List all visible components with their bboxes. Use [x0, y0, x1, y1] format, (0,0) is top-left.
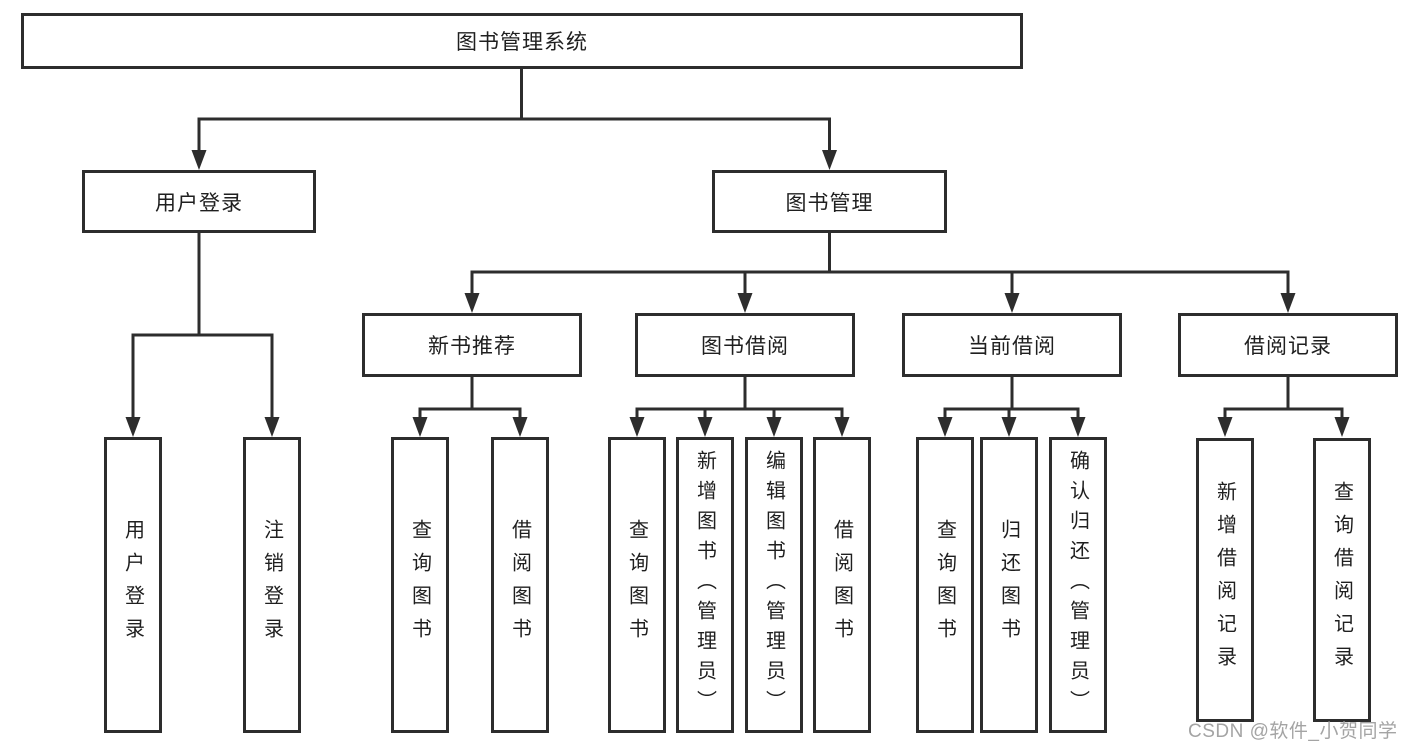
leaf-br-query-record-label: 查询借阅记录	[1330, 481, 1353, 679]
connector-new-book-recommend-children	[418, 375, 522, 419]
node-borrow-records: 借阅记录	[1178, 313, 1398, 377]
arrowhead-book-borrow	[737, 293, 753, 313]
arrowhead-borrow-records	[1280, 293, 1296, 313]
leaf-rec-query-book: 查询图书	[391, 437, 449, 733]
leaf-br-add-record: 新增借阅记录	[1196, 438, 1254, 722]
connector-borrow-records-children	[1223, 375, 1344, 419]
arrowhead-bb-add-book	[697, 417, 713, 437]
arrowhead-bb-borrow-book	[834, 417, 850, 437]
connector-book-borrow-children	[635, 375, 844, 419]
connector-root-to-level2	[197, 66, 831, 152]
leaf-bb-borrow-book: 借阅图书	[813, 437, 871, 733]
leaf-bb-add-book-admin-label: 新增图书（管理员）	[693, 450, 716, 720]
leaf-bb-edit-book-admin: 编辑图书（管理员）	[745, 437, 803, 733]
arrowhead-leaf-logout	[264, 417, 280, 437]
arrowhead-new-book-recommend	[464, 293, 480, 313]
arrowhead-cb-return-book	[1001, 417, 1017, 437]
leaf-rec-borrow-book-label: 借阅图书	[508, 519, 531, 651]
watermark: CSDN @软件_小贺同学	[1188, 721, 1398, 742]
leaf-logout-label: 注销登录	[260, 519, 283, 651]
arrowhead-user-login	[191, 150, 207, 170]
leaf-user-login-label: 用户登录	[121, 519, 144, 651]
arrowhead-rec-query-book	[412, 417, 428, 437]
leaf-bb-query-book-label: 查询图书	[625, 519, 648, 651]
node-book-borrow: 图书借阅	[635, 313, 855, 377]
arrowhead-bb-query-book	[629, 417, 645, 437]
leaf-bb-borrow-book-label: 借阅图书	[830, 519, 853, 651]
leaf-cb-confirm-return-admin: 确认归还（管理员）	[1049, 437, 1107, 733]
node-new-book-recommend: 新书推荐	[362, 313, 582, 377]
leaf-cb-return-book: 归还图书	[980, 437, 1038, 733]
connector-book-management-children	[470, 230, 1290, 295]
arrowhead-br-add-record	[1217, 417, 1233, 437]
node-book-management: 图书管理	[712, 170, 947, 233]
leaf-br-query-record: 查询借阅记录	[1313, 438, 1371, 722]
leaf-bb-add-book-admin: 新增图书（管理员）	[676, 437, 734, 733]
leaf-cb-query-book-label: 查询图书	[933, 519, 956, 651]
connector-user-login-children	[131, 230, 274, 419]
node-user-login: 用户登录	[82, 170, 316, 233]
arrowhead-leaf-user-login	[125, 417, 141, 437]
arrowhead-cb-confirm-return	[1070, 417, 1086, 437]
leaf-cb-return-book-label: 归还图书	[997, 519, 1020, 651]
leaf-user-login: 用户登录	[104, 437, 162, 733]
leaf-br-add-record-label: 新增借阅记录	[1213, 481, 1236, 679]
leaf-rec-borrow-book: 借阅图书	[491, 437, 549, 733]
leaf-logout: 注销登录	[243, 437, 301, 733]
arrowhead-br-query-record	[1334, 417, 1350, 437]
arrowhead-cb-query-book	[937, 417, 953, 437]
arrowhead-current-borrow	[1004, 293, 1020, 313]
connector-current-borrow-children	[943, 375, 1080, 419]
leaf-cb-confirm-return-admin-label: 确认归还（管理员）	[1066, 450, 1089, 720]
leaf-bb-edit-book-admin-label: 编辑图书（管理员）	[762, 450, 785, 720]
node-library-management-system: 图书管理系统	[21, 13, 1023, 69]
arrowhead-book-management	[822, 150, 837, 170]
node-current-borrow: 当前借阅	[902, 313, 1122, 377]
arrowhead-rec-borrow-book	[512, 417, 528, 437]
leaf-bb-query-book: 查询图书	[608, 437, 666, 733]
leaf-cb-query-book: 查询图书	[916, 437, 974, 733]
arrowhead-bb-edit-book	[766, 417, 782, 437]
leaf-rec-query-book-label: 查询图书	[408, 519, 431, 651]
